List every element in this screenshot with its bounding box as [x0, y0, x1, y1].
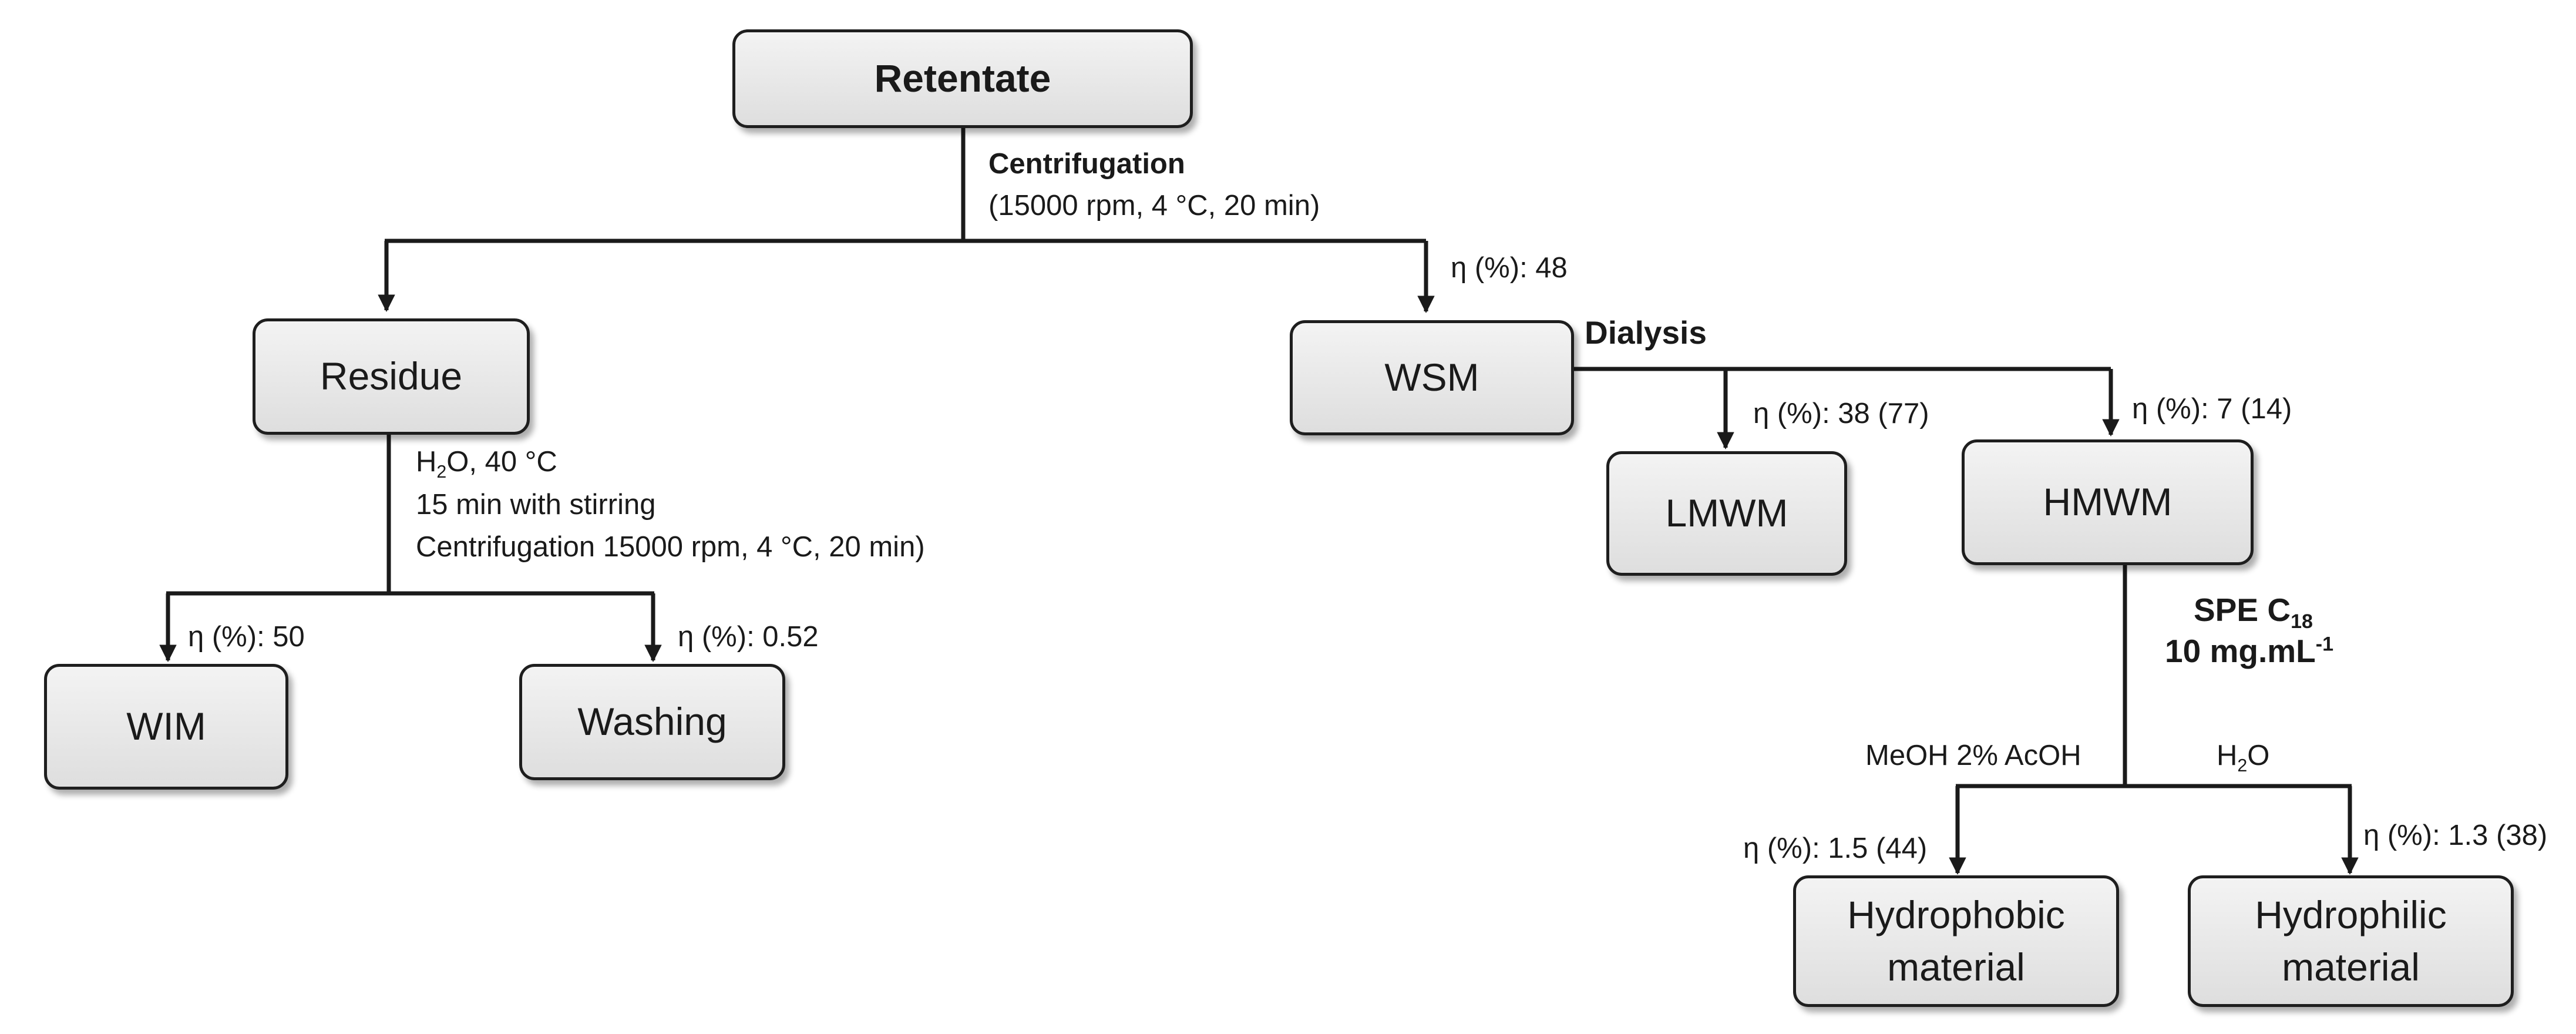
- eluent-h: H: [2217, 740, 2238, 771]
- yield-hydrophilic: η (%): 1.3 (38): [2363, 820, 2548, 851]
- node-hmwm-label: HMWM: [2043, 480, 2173, 524]
- h2o-h: H: [416, 446, 437, 478]
- node-retentate: Retentate: [732, 29, 1193, 128]
- eluent-o: O: [2247, 740, 2270, 771]
- spe-prefix: SPE C: [2194, 592, 2291, 628]
- yield-lmwm: η (%): 38 (77): [1753, 398, 1929, 429]
- node-wsm: WSM: [1290, 320, 1574, 435]
- yield-hmwm: η (%): 7 (14): [2132, 393, 2292, 425]
- h2o-sub: 2: [436, 461, 447, 482]
- node-hydrophobic-line2: material: [1887, 945, 2025, 989]
- label-dialysis: Dialysis: [1585, 314, 1707, 351]
- node-hydrophobic-line1: Hydrophobic: [1847, 892, 2065, 936]
- eluent-sub: 2: [2237, 755, 2248, 776]
- spe-sub: 18: [2291, 610, 2313, 633]
- node-residue: Residue: [253, 318, 530, 435]
- node-hydrophilic-line2: material: [2282, 945, 2420, 989]
- node-lmwm: LMWM: [1606, 451, 1847, 576]
- label-spe-c18: SPE C18: [2194, 588, 2313, 633]
- node-hydrophilic-material: Hydrophilic material: [2188, 875, 2514, 1007]
- node-wim-label: WIM: [126, 704, 206, 748]
- node-hmwm: HMWM: [1962, 439, 2254, 565]
- spe-conc-sup: -1: [2315, 633, 2334, 656]
- label-spe-concentration: 10 mg.mL-1: [2165, 629, 2333, 674]
- label-eluent-right: H2O: [2217, 736, 2269, 776]
- node-lmwm-label: LMWM: [1665, 491, 1788, 535]
- h2o-rest: O, 40 °C: [446, 446, 557, 478]
- node-hydrophobic-material: Hydrophobic material: [1793, 875, 2119, 1007]
- node-residue-label: Residue: [320, 354, 463, 398]
- label-residue-wash-line3: Centrifugation 15000 rpm, 4 °C, 20 min): [416, 531, 925, 563]
- node-wim: WIM: [44, 664, 288, 790]
- label-residue-wash-line1: H2O, 40 °C: [416, 442, 557, 482]
- node-retentate-label: Retentate: [874, 56, 1051, 100]
- node-hydrophilic-line1: Hydrophilic: [2255, 892, 2447, 936]
- spe-conc: 10 mg.mL: [2165, 633, 2316, 669]
- yield-hydrophobic: η (%): 1.5 (44): [1743, 832, 1928, 864]
- label-centrifugation-params: (15000 rpm, 4 °C, 20 min): [988, 190, 1320, 221]
- yield-wim: η (%): 50: [188, 621, 305, 653]
- node-washing-label: Washing: [577, 700, 727, 744]
- label-residue-wash-line2: 15 min with stirring: [416, 489, 656, 521]
- label-eluent-left: MeOH 2% AcOH: [1865, 740, 2081, 771]
- node-washing: Washing: [519, 664, 785, 780]
- yield-washing: η (%): 0.52: [678, 621, 819, 653]
- node-wsm-label: WSM: [1384, 355, 1479, 400]
- yield-wsm: η (%): 48: [1451, 252, 1568, 284]
- label-centrifugation-title: Centrifugation: [988, 148, 1185, 180]
